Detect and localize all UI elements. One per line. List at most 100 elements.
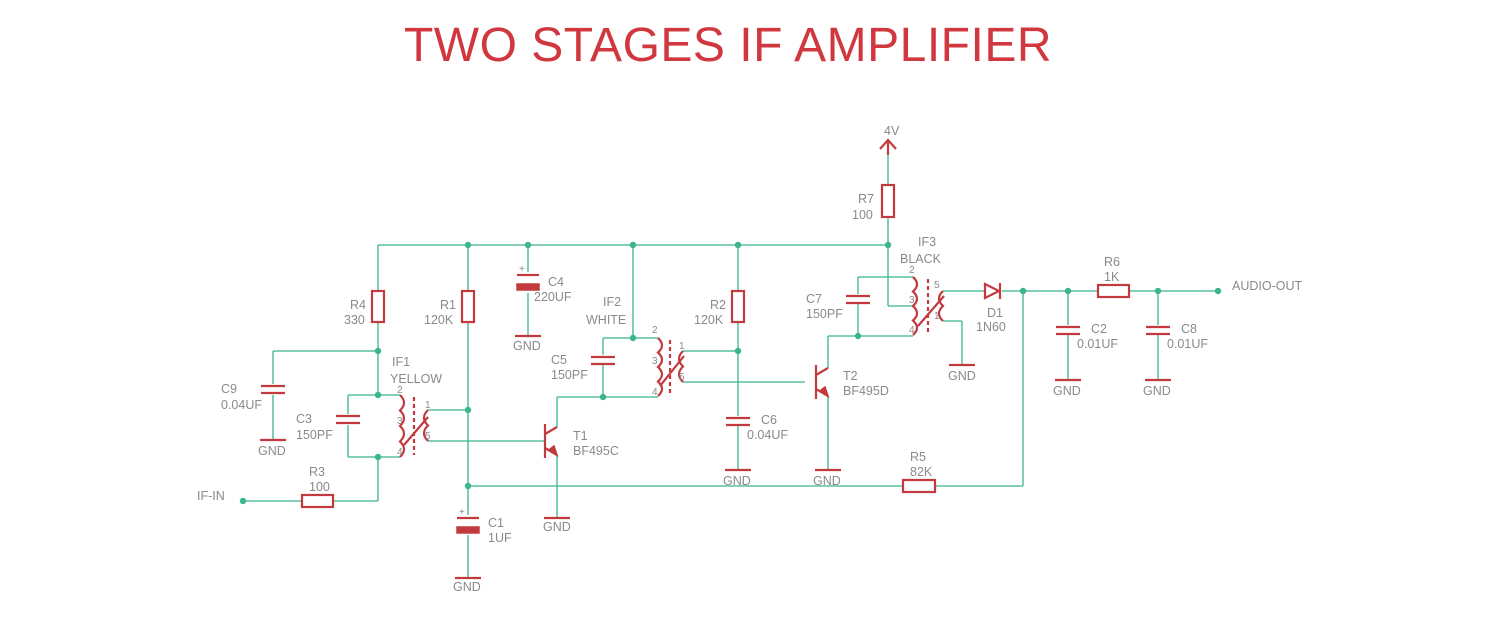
resistor-r3 <box>300 493 335 509</box>
electrolytic-capacitor-c4: + <box>516 264 540 291</box>
if2-pin3: 3 <box>652 356 658 367</box>
if3-pin2: 2 <box>909 265 915 276</box>
capacitor-c6 <box>726 416 750 427</box>
c3-value: 150PF <box>296 428 333 442</box>
r7-name: R7 <box>858 192 874 206</box>
transistor-t2 <box>814 365 830 399</box>
gnd-label-c9: GND <box>258 444 286 458</box>
r5-value: 82K <box>910 465 933 479</box>
capacitor-c7 <box>846 294 870 305</box>
if3-value: BLACK <box>900 252 942 266</box>
r3-name: R3 <box>309 465 325 479</box>
capacitor-c5 <box>591 355 615 366</box>
wires <box>243 140 1218 578</box>
t2-value: BF495D <box>843 384 889 398</box>
r3-value: 100 <box>309 480 330 494</box>
t2-name: T2 <box>843 369 858 383</box>
capacitor-c3 <box>336 414 360 425</box>
junctions <box>239 241 1222 505</box>
gnd-label-c4: GND <box>513 339 541 353</box>
resistor-r2 <box>730 289 746 324</box>
supply-4v-symbol <box>879 138 897 155</box>
capacitor-c8 <box>1146 325 1170 336</box>
if2-name: IF2 <box>603 295 621 309</box>
c4-name: C4 <box>548 275 564 289</box>
if1-pin4: 4 <box>397 447 403 458</box>
resistor-r7 <box>880 183 896 219</box>
if1-pin3: 3 <box>397 416 403 427</box>
gnd-label-c8: GND <box>1143 384 1171 398</box>
c1-value: 1UF <box>488 531 512 545</box>
r2-name: R2 <box>710 298 726 312</box>
audio-out-label: AUDIO-OUT <box>1232 279 1303 293</box>
t1-name: T1 <box>573 429 588 443</box>
gnd-label-t2: GND <box>813 474 841 488</box>
c4-value: 220UF <box>534 290 572 304</box>
if1-name: IF1 <box>392 355 410 369</box>
r5-name: R5 <box>910 450 926 464</box>
c8-value: 0.01UF <box>1167 337 1208 351</box>
if1-value: YELLOW <box>390 372 442 386</box>
r4-value: 330 <box>344 313 365 327</box>
if1-pin5: 5 <box>425 431 431 442</box>
c7-value: 150PF <box>806 307 843 321</box>
transistor-t1 <box>543 424 559 458</box>
c2-value: 0.01UF <box>1077 337 1118 351</box>
c5-value: 150PF <box>551 368 588 382</box>
d1-value: 1N60 <box>976 320 1006 334</box>
c9-value: 0.04UF <box>221 398 262 412</box>
if2-value: WHITE <box>586 313 626 327</box>
c9-name: C9 <box>221 382 237 396</box>
if2-pin1: 1 <box>679 341 685 352</box>
c6-name: C6 <box>761 413 777 427</box>
resistor-r5 <box>901 478 937 494</box>
gnd-label-c6: GND <box>723 474 751 488</box>
supply-label: 4V <box>884 124 900 138</box>
resistor-r1 <box>460 289 476 324</box>
transformer-if1 <box>398 394 430 458</box>
if2-pin5: 5 <box>679 372 685 383</box>
c1-name: C1 <box>488 516 504 530</box>
transformer-if2 <box>656 337 685 397</box>
gnd-label-c2: GND <box>1053 384 1081 398</box>
if3-pin3: 3 <box>909 295 915 306</box>
if1-pin2: 2 <box>397 385 403 396</box>
electrolytic-capacitor-c1: + <box>456 507 480 534</box>
r1-value: 120K <box>424 313 454 327</box>
c7-name: C7 <box>806 292 822 306</box>
transformer-if3 <box>911 276 945 336</box>
r7-value: 100 <box>852 208 873 222</box>
c6-value: 0.04UF <box>747 428 788 442</box>
r6-value: 1K <box>1104 270 1120 284</box>
if-in-label: IF-IN <box>197 489 225 503</box>
gnd-label-c1: GND <box>453 580 481 594</box>
capacitor-c9 <box>261 384 285 395</box>
c3-name: C3 <box>296 412 312 426</box>
resistor-r6 <box>1096 283 1131 299</box>
capacitor-c2 <box>1056 325 1080 336</box>
r4-name: R4 <box>350 298 366 312</box>
resistor-r4 <box>370 289 386 324</box>
if3-pin1: 1 <box>934 311 940 322</box>
svg-text:+: + <box>459 507 465 518</box>
r1-name: R1 <box>440 298 456 312</box>
r6-name: R6 <box>1104 255 1120 269</box>
gnd-label-if3: GND <box>948 369 976 383</box>
if1-pin1: 1 <box>425 400 431 411</box>
if3-name: IF3 <box>918 235 936 249</box>
if2-pin2: 2 <box>652 325 658 336</box>
d1-name: D1 <box>987 306 1003 320</box>
c2-name: C2 <box>1091 322 1107 336</box>
c5-name: C5 <box>551 353 567 367</box>
if2-pin4: 4 <box>652 387 658 398</box>
if3-pin5: 5 <box>934 280 940 291</box>
ground-symbols <box>260 334 1171 580</box>
r2-value: 120K <box>694 313 724 327</box>
c8-name: C8 <box>1181 322 1197 336</box>
diagram-title: TWO STAGES IF AMPLIFIER <box>403 19 1052 72</box>
t1-value: BF495C <box>573 444 619 458</box>
svg-text:+: + <box>519 264 525 275</box>
diode-d1 <box>983 282 1002 300</box>
if3-pin4: 4 <box>909 325 915 336</box>
